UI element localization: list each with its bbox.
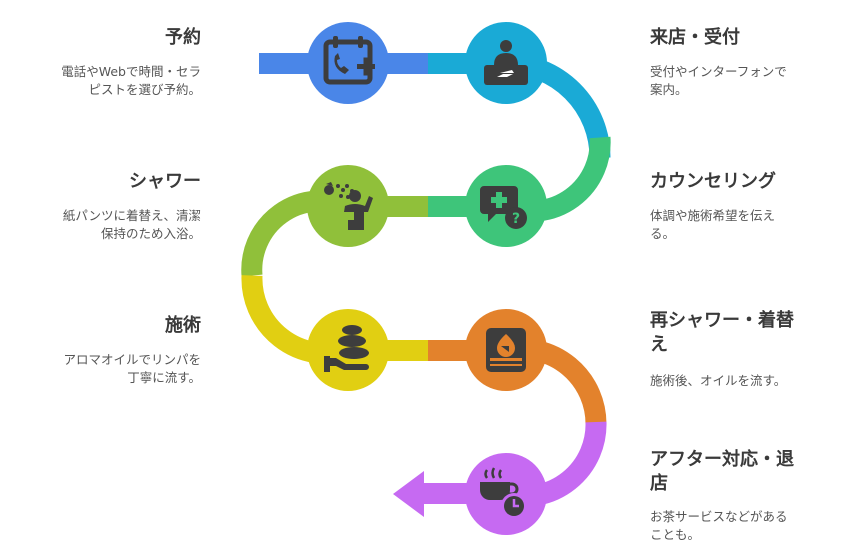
step-5-desc-line-2: 丁寧に流す。 — [127, 370, 201, 385]
massage-stones-icon — [324, 325, 369, 372]
step-2-title: 来店・受付 — [650, 27, 740, 48]
step-5-desc-line-1: アロマオイルでリンパを — [63, 352, 201, 367]
step-2-desc-line-1: 受付やインターフォンで — [650, 64, 787, 79]
calendar-phone-icon — [323, 36, 375, 85]
step-7-title-line-2: 店 — [650, 473, 668, 494]
step-7-title-line-1: アフター対応・退 — [650, 449, 794, 470]
step-node-3: ? — [465, 165, 547, 247]
step-4-desc-line-2: 保持のため入浴。 — [100, 226, 201, 241]
step-3-description: 体調や施術希望を伝え る。 — [650, 207, 775, 243]
oil-bottle-icon — [486, 328, 526, 372]
step-node-1 — [307, 22, 389, 104]
shower-icon — [324, 182, 373, 230]
step-5-title: 施術 — [165, 315, 201, 336]
step-1-description: 電話やWebで時間・セラ ピストを選び予約。 — [61, 63, 201, 99]
step-node-7 — [465, 453, 547, 535]
step-7-description: お茶サービスなどがある ことも。 — [650, 508, 788, 544]
step-2-description: 受付やインターフォンで 案内。 — [650, 63, 787, 99]
step-4-title: シャワー — [129, 171, 201, 192]
step-node-6 — [465, 309, 547, 391]
end-arrowhead — [393, 471, 424, 517]
step-node-4 — [307, 165, 389, 247]
step-6-description: 施術後、オイルを流す。 — [650, 372, 786, 390]
step-5-description: アロマオイルでリンパを 丁寧に流す。 — [63, 351, 201, 387]
svg-text:?: ? — [512, 211, 520, 227]
step-4-desc-line-1: 紙パンツに着替え、清潔 — [62, 208, 201, 223]
step-1-desc-line-1: 電話やWebで時間・セラ — [61, 64, 201, 79]
step-2-desc-line-2: 案内。 — [650, 82, 688, 97]
step-1-desc-line-2: ピストを選び予約。 — [88, 82, 201, 97]
step-3-title: カウンセリング — [650, 171, 776, 192]
step-7-title: アフター対応・退 店 — [650, 448, 794, 496]
step-6-title-line-2: え — [650, 334, 668, 355]
step-node-2 — [465, 22, 547, 104]
step-node-5 — [307, 309, 389, 391]
reception-desk-icon — [484, 40, 528, 85]
step-6-desc-line-1: 施術後、オイルを流す。 — [650, 373, 787, 388]
step-6-title-line-1: 再シャワー・着替 — [650, 310, 794, 331]
path-segments — [241, 53, 611, 517]
step-7-desc-line-1: お茶サービスなどがある — [650, 509, 788, 524]
medical-question-icon: ? — [480, 186, 527, 229]
step-3-desc-line-2: る。 — [650, 226, 676, 241]
step-3-desc-line-1: 体調や施術希望を伝え — [650, 208, 776, 223]
step-1-title: 予約 — [165, 27, 201, 48]
step-7-desc-line-2: ことも。 — [650, 527, 701, 542]
tea-time-icon — [480, 467, 527, 519]
step-4-description: 紙パンツに着替え、清潔 保持のため入浴。 — [63, 207, 201, 243]
step-6-title: 再シャワー・着替 え — [650, 309, 794, 357]
